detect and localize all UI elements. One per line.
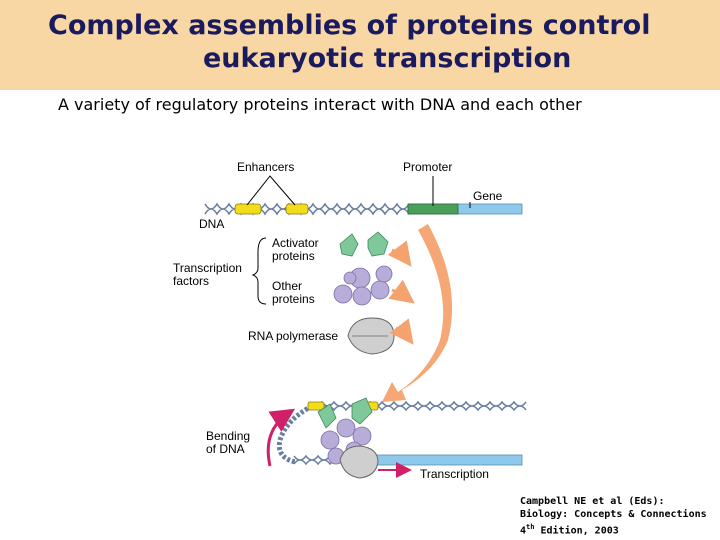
activator-label-2: proteins — [272, 249, 315, 263]
rna-polymerase-label: RNA polymerase — [248, 329, 338, 343]
citation-line-3: 4th Edition, 2003 — [520, 521, 707, 537]
factors-brace — [251, 237, 267, 305]
dna-helix-upper-arm — [309, 400, 527, 412]
promoter-label: Promoter — [403, 160, 452, 174]
transcription-label: Transcription — [420, 467, 489, 481]
dna-bend-loop — [276, 403, 314, 465]
edition-number: 4 — [520, 525, 527, 537]
edition-suffix: th — [526, 523, 535, 531]
dna-bottom — [276, 400, 527, 466]
activator-label-1: Activator — [272, 236, 319, 250]
label-pointers — [246, 175, 471, 208]
dna-top — [204, 202, 523, 216]
slide-subtitle: A variety of regulatory proteins interac… — [58, 95, 582, 114]
bending-arrow — [266, 408, 296, 467]
edition-rest: Edition, 2003 — [534, 525, 619, 537]
assembled-complex — [317, 397, 379, 479]
gene-label: Gene — [473, 189, 503, 203]
citation: Campbell NE et al (Eds): Biology: Concep… — [520, 495, 707, 537]
other-proteins-label-2: proteins — [272, 292, 315, 306]
gene-bar-bottom — [359, 454, 523, 466]
rna-polymerase — [347, 317, 395, 355]
bending-label-2: of DNA — [206, 442, 245, 456]
citation-line-1: Campbell NE et al (Eds): — [520, 496, 665, 507]
activator-proteins — [339, 231, 389, 257]
transcription-factors-label-1: Transcription — [173, 261, 242, 275]
transcription-factors-label-2: factors — [173, 274, 209, 288]
slide-title-line-1: Complex assemblies of proteins control — [48, 10, 651, 41]
title-banner — [0, 0, 720, 90]
bending-label-1: Bending — [206, 429, 250, 443]
other-proteins-label-1: Other — [272, 279, 302, 293]
enhancer-1 — [234, 203, 262, 215]
enhancers-label: Enhancers — [237, 160, 294, 174]
other-proteins-cluster — [333, 265, 393, 306]
dna-label: DNA — [199, 217, 224, 231]
big-process-arrow — [382, 224, 453, 402]
citation-line-2: Biology: Concepts & Connections — [520, 509, 707, 520]
enhancer-bottom-1 — [307, 401, 325, 411]
small-motion-arrows — [387, 240, 415, 345]
enhancer-2 — [285, 203, 309, 215]
slide-title-line-2: eukaryotic transcription — [203, 43, 572, 74]
